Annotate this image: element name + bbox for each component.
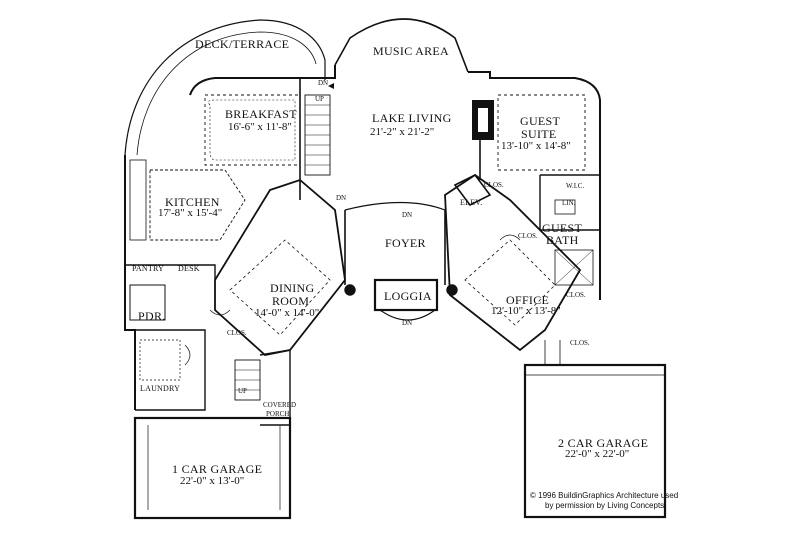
breakfast-dim: 16'-6" x 11'-8" — [228, 121, 292, 133]
garage2-outline — [523, 363, 667, 519]
guest-bath-label-2: BATH — [546, 233, 579, 247]
covered-porch-label-1: COVERED — [263, 401, 297, 409]
office-label: OFFICE — [506, 293, 550, 307]
kitchen-label: KITCHEN — [165, 195, 220, 209]
office-dim: 12'-10" x 13'-8" — [491, 305, 561, 317]
pdr-label: PDR. — [138, 309, 166, 323]
office-wing — [444, 173, 582, 352]
garage1-outline — [133, 416, 292, 520]
music-area-label: MUSIC AREA — [373, 44, 450, 58]
guest-suite-label-1: GUEST — [520, 114, 561, 128]
clos-label-guest: CLOS. — [484, 181, 504, 189]
dining-label-1: DINING — [270, 281, 315, 295]
clos-label-garage: CLOS. — [570, 339, 590, 347]
dn-label-1: DN — [318, 79, 329, 87]
breakfast-label: BREAKFAST — [225, 107, 297, 121]
covered-porch-label-2: PORCH — [266, 410, 290, 418]
up-label-1: UP — [315, 95, 324, 103]
main-wall — [189, 65, 601, 300]
lake-living-label: LAKE LIVING — [372, 111, 452, 125]
kitchen-wall — [124, 155, 136, 410]
copyright-line-1: © 1996 BuildinGraphics Architecture used — [530, 491, 679, 500]
desk-label: DESK — [178, 264, 200, 273]
garage2-label: 2 CAR GARAGE — [558, 436, 649, 450]
clos-label-office: CLOS. — [566, 291, 586, 299]
garage1-label: 1 CAR GARAGE — [172, 462, 263, 476]
guest-bath-label-1: GUEST — [542, 221, 583, 235]
loggia-label: LOGGIA — [384, 289, 432, 303]
deck-outline — [124, 19, 326, 156]
garage1-dim: 22'-0" x 13'-0" — [180, 475, 245, 487]
up-label-2: UP — [238, 387, 247, 395]
guest-suite-dim: 13'-10" x 14'-8" — [501, 140, 571, 152]
clos-label-bath: CLOS. — [518, 232, 538, 240]
clos-label-dining: CLOS. — [227, 329, 247, 337]
wic-label: W.I.C. — [566, 182, 585, 190]
guest-suite-label-2: SUITE — [521, 127, 557, 141]
dn-label-2: DN — [336, 194, 347, 202]
garage2-dim: 22'-0" x 22'-0" — [565, 448, 630, 460]
dining-dim: 14'-0" x 14'-0" — [255, 307, 320, 319]
dn-label-3: DN — [402, 211, 413, 219]
deck-terrace-label: DECK/TERRACE — [195, 37, 290, 51]
music-area-wall — [334, 18, 469, 73]
pantry-label: PANTRY — [132, 264, 165, 273]
foyer-label: FOYER — [385, 236, 426, 250]
laundry-label: LAUNDRY — [140, 384, 181, 393]
elev-label: ELEV. — [460, 198, 483, 207]
copyright-line-2: by permission by Living Concepts — [545, 501, 665, 510]
dn-label-4: DN — [402, 319, 413, 327]
kitchen-dim: 17'-8" x 15'-4" — [158, 207, 223, 219]
lake-living-dim: 21'-2" x 21'-2" — [370, 126, 435, 138]
lin-label: LIN. — [562, 199, 576, 207]
dining-label-2: ROOM — [272, 294, 310, 308]
